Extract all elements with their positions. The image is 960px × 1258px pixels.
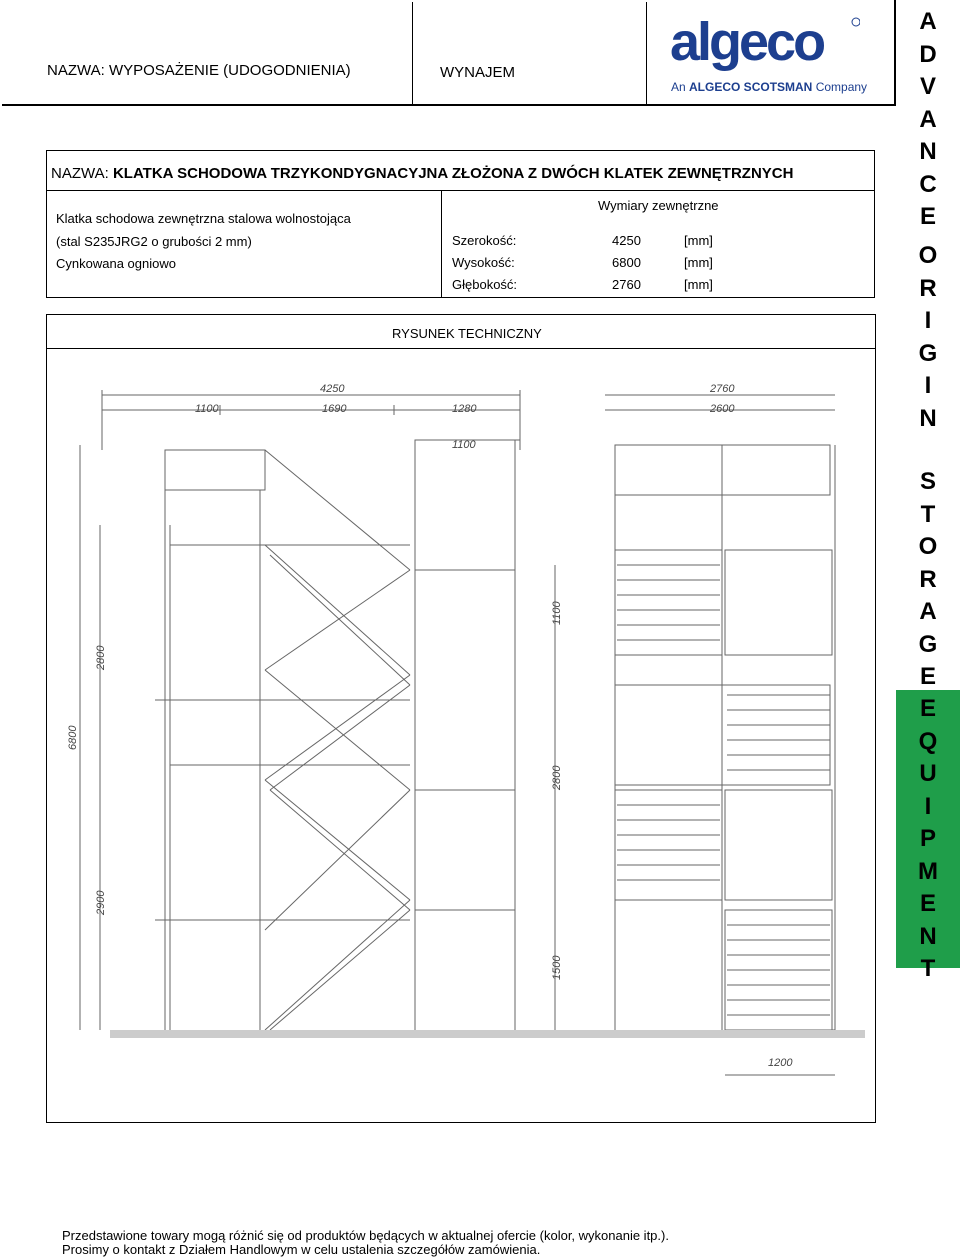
svg-text:2800: 2800 — [95, 645, 107, 671]
info-box-vdivider — [441, 190, 442, 298]
side-letter: A — [919, 105, 937, 133]
dimension-label-height: Wysokość: — [452, 255, 515, 270]
side-letter: G — [918, 339, 938, 367]
dimension-unit-height: [mm] — [684, 255, 713, 270]
logo-subtitle: An ALGECO SCOTSMAN Company — [671, 80, 868, 94]
description-line: (stal S235JRG2 o grubości 2 mm) — [56, 234, 252, 249]
side-letter: R — [919, 274, 937, 302]
dimension-value-height: 6800 — [612, 255, 641, 270]
side-letter: P — [919, 825, 936, 852]
svg-text:1100: 1100 — [452, 439, 477, 451]
side-letter: N — [919, 138, 937, 165]
side-letter: O — [918, 242, 938, 269]
side-letter: I — [924, 372, 932, 399]
svg-text:2900: 2900 — [95, 890, 107, 916]
dimension-unit-width: [mm] — [684, 233, 713, 248]
dimension-unit-depth: [mm] — [684, 277, 713, 292]
side-letter: U — [919, 760, 937, 787]
logo-wordmark: algeco — [670, 14, 824, 72]
side-letter: V — [919, 73, 936, 100]
svg-text:2600: 2600 — [709, 403, 735, 415]
side-letter: E — [919, 663, 936, 690]
drawing-box — [46, 314, 876, 1123]
side-letter: S — [919, 468, 936, 495]
side-letter: A — [919, 598, 937, 625]
side-letter: I — [924, 307, 932, 334]
svg-text:1280: 1280 — [452, 403, 477, 415]
side-letter: E — [919, 695, 936, 722]
svg-text:6800: 6800 — [67, 725, 79, 750]
svg-text:1690: 1690 — [322, 403, 347, 415]
svg-text:1500: 1500 — [551, 955, 563, 980]
dimension-value-depth: 2760 — [612, 277, 641, 292]
side-letter: T — [920, 955, 936, 982]
side-band-top — [896, 0, 960, 690]
side-letter: N — [919, 922, 937, 950]
side-letter: D — [919, 40, 937, 68]
side-letter: G — [918, 630, 938, 658]
svg-text:4250: 4250 — [320, 383, 345, 395]
side-letter: T — [920, 500, 936, 528]
description-line: Cynkowana ogniowo — [56, 256, 176, 271]
drawing-heading: RYSUNEK TECHNICZNY — [392, 326, 542, 341]
dimension-label-depth: Głębokość: — [452, 277, 518, 292]
algeco-logo: algeco — [670, 12, 861, 74]
description-line: Klatka schodowa zewnętrzna stalowa wolno… — [56, 211, 351, 226]
svg-text:1100: 1100 — [551, 600, 563, 625]
dimension-value-width: 4250 — [612, 233, 641, 248]
info-box — [46, 150, 875, 298]
header-rent: WYNAJEM — [440, 64, 515, 81]
side-letter: M — [918, 857, 938, 885]
header-hline-top — [2, 104, 895, 106]
side-letter: O — [918, 533, 938, 560]
footer-disclaimer: Przedstawione towary mogą różnić się od … — [62, 1228, 669, 1243]
side-letter: N — [919, 404, 937, 432]
side-letter: Q — [918, 727, 938, 755]
header-name: NAZWA: WYPOSAŻENIE (UDOGODNIENIA) — [47, 62, 351, 79]
technical-drawing: 4250 1100 1690 1280 1100 2760 2600 1200 … — [60, 370, 870, 1080]
side-band-equipment — [896, 690, 960, 968]
svg-text:2800: 2800 — [551, 765, 563, 791]
header-vline-right — [646, 2, 647, 105]
dimensions-heading: Wymiary zewnętrzne — [598, 198, 719, 213]
svg-text:1200: 1200 — [768, 1057, 793, 1069]
info-box-divider — [46, 190, 875, 191]
side-letter: E — [919, 203, 936, 230]
dimension-label-width: Szerokość: — [452, 233, 517, 248]
product-title: NAZWA: KLATKA SCHODOWA TRZYKONDYGNACYJNA… — [51, 165, 794, 182]
header-vline-logo — [894, 0, 896, 106]
side-letter: I — [924, 792, 932, 820]
side-letter: C — [919, 170, 937, 198]
svg-text:2760: 2760 — [709, 383, 735, 395]
header-vline-left — [412, 2, 413, 105]
side-letter: R — [919, 565, 937, 593]
drawing-heading-divider — [46, 348, 876, 349]
svg-text:1100: 1100 — [195, 403, 220, 415]
side-letter: E — [919, 890, 936, 917]
footer-contact: Prosimy o kontakt z Działem Handlowym w … — [62, 1242, 541, 1257]
side-letter: A — [919, 8, 937, 35]
